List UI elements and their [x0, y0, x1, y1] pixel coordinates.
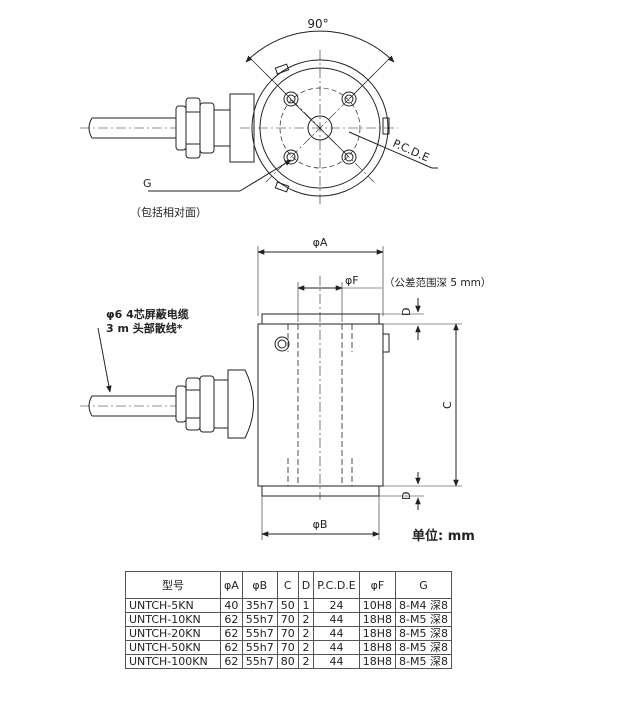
dim-f-note: （公差范围深 5 mm）: [384, 276, 491, 289]
cell-d: 2: [297, 654, 315, 669]
cell-phi-b: 55h7: [241, 626, 278, 641]
table-row: UNTCH-5KN 40 35h7 50 1 24 10H8 8-M4 深8: [125, 598, 452, 613]
cell-c: 70: [276, 640, 299, 655]
cell-c: 80: [276, 654, 299, 669]
cell-model: UNTCH-5KN: [125, 598, 221, 613]
cell-g: 8-M5 深8: [395, 640, 452, 655]
front-cable-gland: [175, 369, 254, 439]
cell-phi-a: 62: [220, 640, 243, 655]
cell-g: 8-M5 深8: [395, 626, 452, 641]
cable-note-leader: [97, 327, 112, 393]
cell-pcd: 24: [313, 598, 360, 613]
cell-phi-b: 55h7: [241, 640, 278, 655]
cell-c: 70: [276, 612, 299, 627]
cell-c: 70: [276, 626, 299, 641]
front-cable: [80, 395, 176, 417]
cell-pcd: 44: [313, 640, 360, 655]
spec-table: 型号 φA φB C D P.C.D.E φF G UNTCH-5KN 40 3…: [125, 571, 452, 669]
top-bolt-holes: [283, 91, 357, 165]
cell-phi-f: 10H8: [358, 598, 397, 613]
dim-c-label: C: [441, 401, 454, 409]
header-phi-b: φB: [241, 571, 278, 599]
cell-g: 8-M5 深8: [395, 654, 452, 669]
cell-d: 2: [297, 612, 315, 627]
header-model: 型号: [125, 571, 221, 599]
cell-g: 8-M4 深8: [395, 598, 452, 613]
table-row: UNTCH-20KN 62 55h7 70 2 44 18H8 8-M5 深8: [125, 626, 452, 641]
cable-note-line2: 3 m 头部散线*: [106, 321, 183, 335]
top-view: [80, 30, 438, 206]
dim-f-label: φF: [345, 274, 359, 287]
table-row: UNTCH-10KN 62 55h7 70 2 44 18H8 8-M5 深8: [125, 612, 452, 627]
angle-dimension-arc: [245, 30, 395, 63]
g-label: G: [143, 177, 152, 190]
cell-phi-f: 18H8: [358, 654, 397, 669]
cell-phi-b: 55h7: [241, 654, 278, 669]
header-pcd: P.C.D.E: [313, 571, 360, 599]
cell-pcd: 44: [313, 626, 360, 641]
unit-label: 单位: mm: [412, 529, 475, 544]
technical-drawing: 90° P.C.D.E G （包括相对面）: [80, 17, 491, 540]
cell-model: UNTCH-20KN: [125, 626, 221, 641]
cell-d: 2: [297, 626, 315, 641]
g-leader: [239, 159, 292, 192]
pcd-leader: [348, 131, 433, 169]
cell-model: UNTCH-100KN: [125, 654, 221, 669]
dim-a-label: φA: [313, 236, 328, 249]
cell-g: 8-M5 深8: [395, 612, 452, 627]
header-d: D: [297, 571, 315, 599]
cell-model: UNTCH-50KN: [125, 640, 221, 655]
cell-phi-f: 18H8: [358, 612, 397, 627]
cell-d: 1: [297, 598, 315, 613]
table-row: UNTCH-100KN 62 55h7 80 2 44 18H8 8-M5 深8: [125, 654, 452, 669]
header-g: G: [395, 571, 452, 599]
table-row: UNTCH-50KN 62 55h7 70 2 44 18H8 8-M5 深8: [125, 640, 452, 655]
angle-label: 90°: [307, 17, 328, 31]
cell-c: 50: [276, 598, 299, 613]
cell-phi-b: 55h7: [241, 612, 278, 627]
dim-d-top-label: D: [400, 308, 413, 316]
cell-pcd: 44: [313, 654, 360, 669]
cell-pcd: 44: [313, 612, 360, 627]
pcd-label: P.C.D.E: [391, 137, 432, 165]
dim-b-label: φB: [313, 518, 328, 531]
top-cable: [80, 117, 176, 139]
cell-phi-b: 35h7: [241, 598, 278, 613]
header-c: C: [276, 571, 299, 599]
front-view: [80, 246, 462, 540]
cell-model: UNTCH-10KN: [125, 612, 221, 627]
spec-table-header-row: 型号 φA φB C D P.C.D.E φF G: [125, 571, 452, 599]
cell-d: 2: [297, 640, 315, 655]
cell-phi-a: 62: [220, 626, 243, 641]
front-hidden-lines: [287, 324, 353, 486]
cable-note-line1: φ6 4芯屏蔽电缆: [106, 307, 189, 321]
header-phi-a: φA: [220, 571, 243, 599]
cell-phi-a: 40: [220, 598, 243, 613]
g-note: （包括相对面）: [130, 205, 207, 219]
cell-phi-f: 18H8: [358, 640, 397, 655]
cell-phi-a: 62: [220, 654, 243, 669]
cell-phi-a: 62: [220, 612, 243, 627]
cell-phi-f: 18H8: [358, 626, 397, 641]
dim-d-bottom-label: D: [400, 492, 413, 500]
header-phi-f: φF: [358, 571, 397, 599]
